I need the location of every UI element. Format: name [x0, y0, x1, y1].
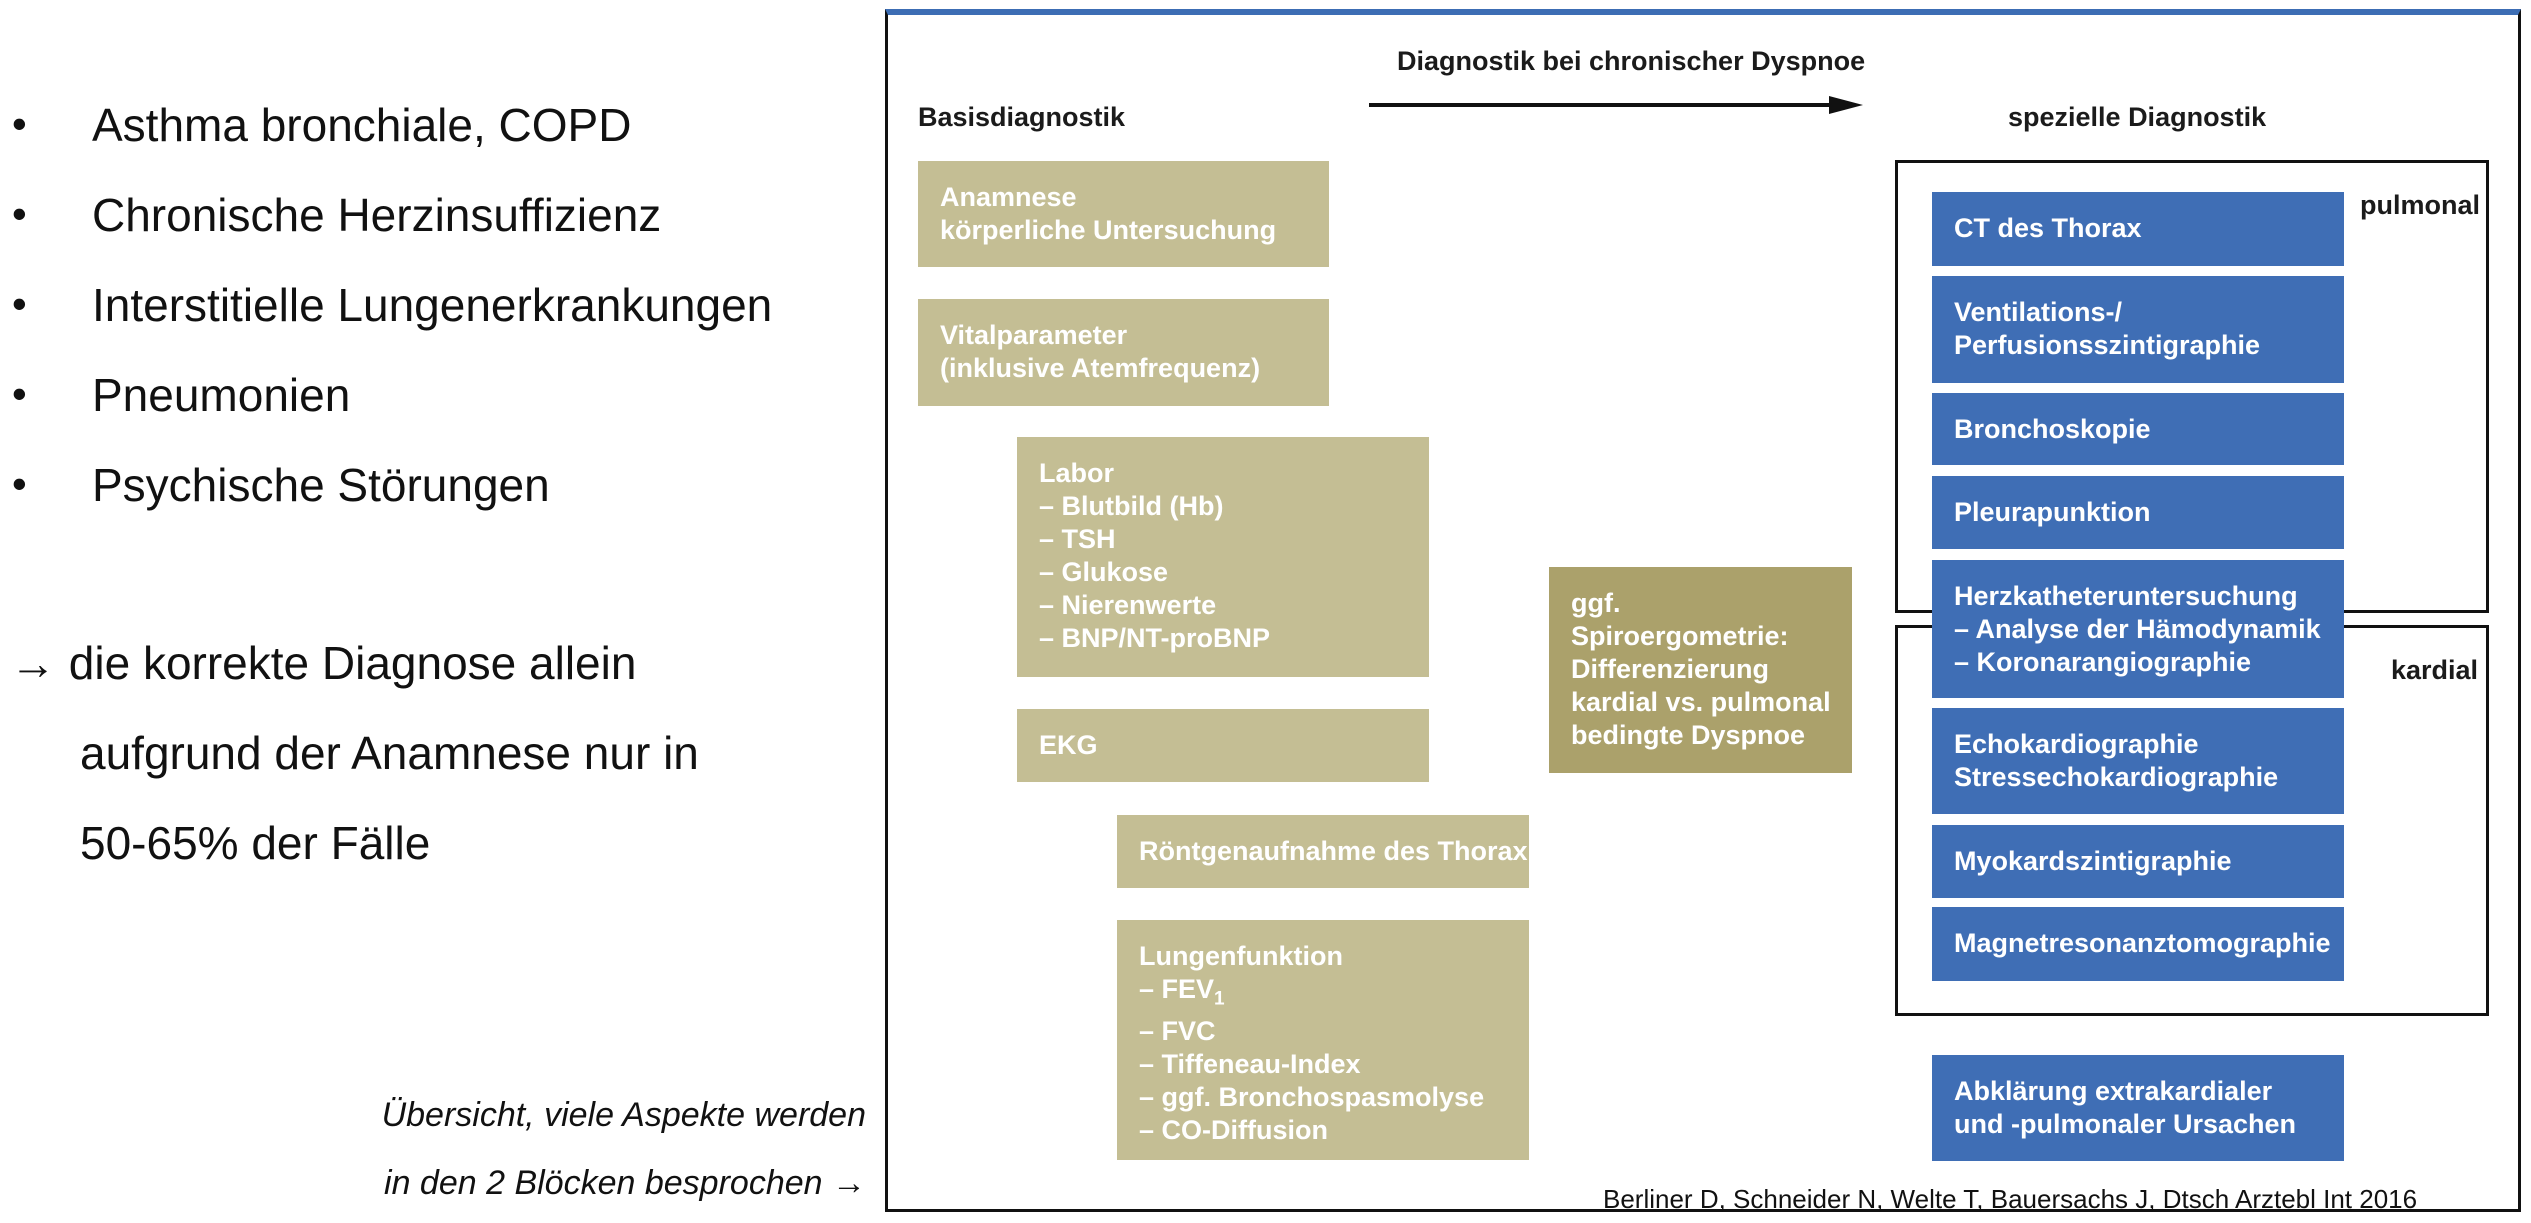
- box-line: EKG: [1039, 730, 1098, 760]
- list-item: • Interstitielle Lungenerkrankungen: [0, 278, 860, 338]
- box-line: – CO-Diffusion: [1139, 1115, 1328, 1146]
- box-myokardszintigraphie: Myokardszintigraphie: [1932, 825, 2344, 898]
- citation: Berliner D, Schneider N, Welte T, Bauers…: [1603, 1184, 2418, 1214]
- bullet-text: Pneumonien: [92, 369, 351, 421]
- bullet-text: Interstitielle Lungenerkrankungen: [92, 279, 773, 331]
- box-line: Abklärung extrakardialer: [1954, 1076, 2273, 1106]
- conclusion-line-1: → die korrekte Diagnose allein: [10, 637, 637, 689]
- diagram-frame: [885, 9, 2521, 1212]
- box-line: und -pulmonaler Ursachen: [1954, 1109, 2297, 1139]
- box-ekg: EKG: [1017, 709, 1429, 782]
- list-item: • Psychische Störungen: [0, 458, 860, 518]
- box-spiroergometrie: ggf. Spiroergometrie: Differenzierung ka…: [1549, 567, 1852, 773]
- bullet-symbol: •: [12, 190, 27, 237]
- box-line: – Blutbild (Hb): [1039, 491, 1224, 521]
- box-roentgen: Röntgenaufnahme des Thorax: [1117, 815, 1529, 888]
- note-line-1: Übersicht, viele Aspekte werden: [381, 1096, 866, 1134]
- box-line: Pleurapunktion: [1954, 497, 2151, 527]
- box-line: – Nierenwerte: [1039, 590, 1217, 620]
- box-line: bedingte Dyspnoe: [1571, 720, 1806, 750]
- bullet-text: Psychische Störungen: [92, 459, 550, 511]
- box-line: Echokardiographie: [1954, 729, 2199, 759]
- note-line-2: in den 2 Blöcken besprochen →: [384, 1164, 866, 1202]
- box-anamnese: Anamnese körperliche Untersuchung: [918, 161, 1329, 267]
- box-line: Labor: [1039, 458, 1115, 488]
- right-header: spezielle Diagnostik: [2008, 102, 2267, 132]
- box-line: Stressechokardiographie: [1954, 762, 2279, 792]
- box-line: Anamnese: [940, 182, 1077, 212]
- box-line: – Tiffeneau-Index: [1139, 1049, 1361, 1080]
- fev-subscript: 1: [1214, 988, 1225, 1010]
- bullet-symbol: •: [12, 280, 27, 327]
- left-header: Basisdiagnostik: [918, 102, 1126, 132]
- diagram-title: Diagnostik bei chronischer Dyspnoe: [1397, 46, 1866, 76]
- box-bronchoskopie: Bronchoskopie: [1932, 393, 2344, 465]
- label-kardial: kardial: [2391, 655, 2479, 685]
- box-line: – BNP/NT-proBNP: [1039, 623, 1271, 653]
- box-line: – TSH: [1039, 524, 1116, 554]
- box-labor: Labor – Blutbild (Hb) – TSH – Glukose – …: [1017, 437, 1429, 677]
- box-magnetresonanz: Magnetresonanztomographie: [1932, 907, 2344, 981]
- box-line: körperliche Untersuchung: [940, 215, 1277, 245]
- box-echokardiographie: Echokardiographie Stressechokardiographi…: [1932, 708, 2344, 814]
- box-line: CT des Thorax: [1954, 213, 2142, 243]
- box-line: ggf.: [1571, 588, 1621, 618]
- bullet-symbol: •: [12, 370, 27, 417]
- box-line: kardial vs. pulmonal: [1571, 687, 1831, 717]
- box-line: Lungenfunktion: [1139, 941, 1343, 971]
- box-extrakardial: Abklärung extrakardialer und -pulmonaler…: [1932, 1055, 2344, 1161]
- box-line: Bronchoskopie: [1954, 414, 2151, 444]
- box-pleurapunktion: Pleurapunktion: [1932, 476, 2344, 549]
- box-line: Magnetresonanztomographie: [1954, 928, 2331, 958]
- box-ventilation: Ventilations-/ Perfusionsszintigraphie: [1932, 276, 2344, 383]
- arrow-right-icon: [1369, 96, 1863, 114]
- conclusion-line-2: aufgrund der Anamnese nur in: [80, 727, 699, 779]
- box-line: – Analyse der Hämodynamik: [1954, 614, 2321, 644]
- conclusion-line-3: 50-65% der Fälle: [80, 817, 431, 869]
- box-line-fev: – FEV1: [1139, 973, 1507, 1015]
- box-line: Spiroergometrie:: [1571, 621, 1789, 651]
- label-pulmonal: pulmonal: [2360, 190, 2480, 220]
- box-line: Herzkatheteruntersuchung: [1954, 581, 2298, 611]
- box-herzkatheter: Herzkatheteruntersuchung – Analyse der H…: [1932, 560, 2344, 698]
- box-line: – Koronarangiographie: [1954, 647, 2252, 677]
- bullet-text: Asthma bronchiale, COPD: [92, 99, 632, 151]
- box-lungenfunktion: Lungenfunktion – FEV1 – FVC – Tiffeneau-…: [1117, 920, 1529, 1160]
- box-line: Ventilations-/: [1954, 297, 2123, 327]
- box-line: (inklusive Atemfrequenz): [940, 353, 1261, 383]
- box-line: – Glukose: [1039, 557, 1169, 587]
- list-item: • Pneumonien: [0, 368, 860, 428]
- box-line: Perfusionsszintigraphie: [1954, 330, 2261, 360]
- box-line: Röntgenaufnahme des Thorax: [1139, 836, 1528, 866]
- bullet-symbol: •: [12, 460, 27, 507]
- box-line: Myokardszintigraphie: [1954, 846, 2232, 876]
- box-line: – ggf. Bronchospasmolyse: [1139, 1082, 1485, 1113]
- box-line: – FVC: [1139, 1016, 1216, 1047]
- box-ct-thorax: CT des Thorax: [1932, 192, 2344, 266]
- box-vitalparameter: Vitalparameter (inklusive Atemfrequenz): [918, 299, 1329, 406]
- fev-label: – FEV: [1139, 974, 1215, 1004]
- list-item: • Asthma bronchiale, COPD: [0, 98, 860, 158]
- box-line: Vitalparameter: [940, 320, 1128, 350]
- box-line: Differenzierung: [1571, 654, 1770, 684]
- bullet-text: Chronische Herzinsuffizienz: [92, 189, 662, 241]
- bullet-symbol: •: [12, 100, 27, 147]
- list-item: • Chronische Herzinsuffizienz: [0, 188, 860, 248]
